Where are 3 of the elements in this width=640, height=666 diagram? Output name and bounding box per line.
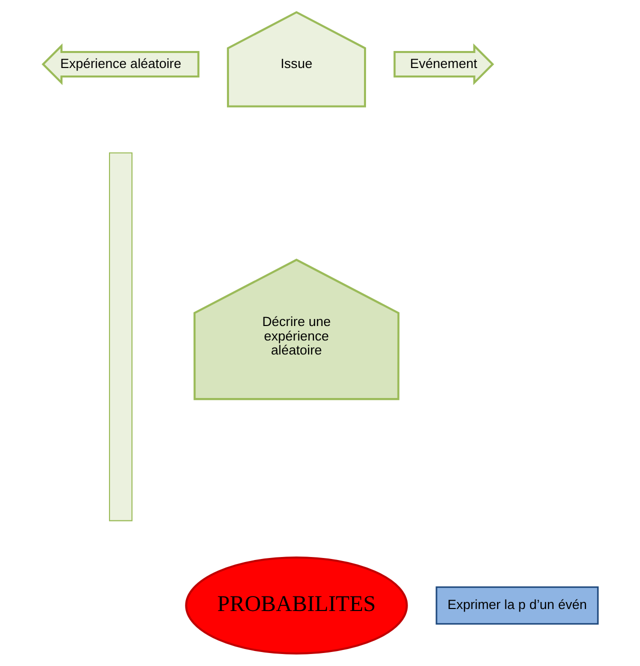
node-ellipse: PROBABILITES: [184, 556, 408, 655]
node-box: [108, 152, 132, 522]
node-box: Exprimer la p d’un évén: [435, 586, 598, 625]
